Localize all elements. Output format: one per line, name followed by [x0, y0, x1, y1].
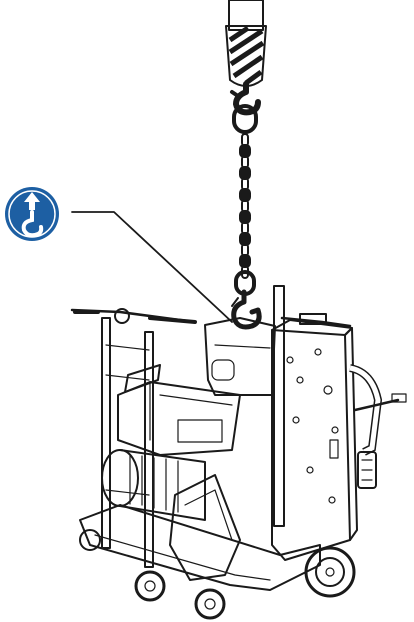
- rear-wheel: [304, 546, 356, 598]
- hook-block-stripes: [228, 25, 265, 86]
- small-wheel-left: [79, 529, 101, 551]
- lifting-hook-icon: [5, 187, 59, 241]
- front-wheel-right: [194, 588, 226, 620]
- housing-holes: [286, 348, 339, 504]
- front-wheel-left: [134, 570, 166, 602]
- crane-hook: [225, 0, 267, 134]
- callout-leader-line: [71, 211, 233, 323]
- floor-saw-machine: [70, 285, 407, 620]
- lifting-chain: [239, 133, 251, 279]
- machine-hook: [231, 270, 262, 330]
- motor-fins: [129, 454, 179, 513]
